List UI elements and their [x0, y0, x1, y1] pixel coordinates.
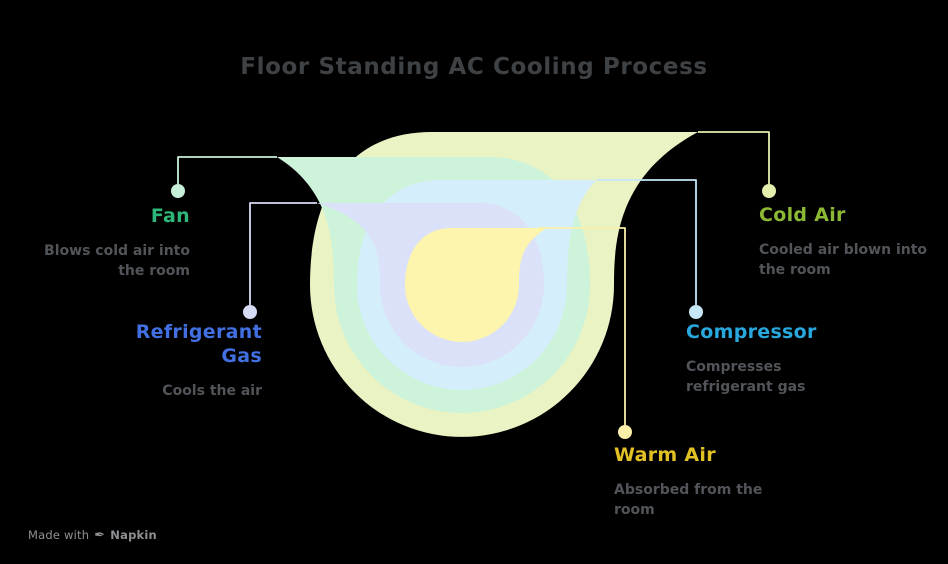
node-title-warm-air: Warm Air: [614, 444, 716, 466]
node-title-compressor: Compressor: [686, 321, 817, 343]
connector-dot-fan: [171, 184, 185, 198]
node-description-cold-air: Cooled air blown into the room: [759, 242, 928, 278]
connector-cold-air: [698, 131, 776, 198]
connector-warm-air: [538, 227, 632, 439]
connector-dot-refrigerant-gas: [243, 305, 257, 319]
node-title-refrigerant-gas: Refrigerant Gas: [135, 321, 262, 367]
node-label-compressor: Compressor Compresses refrigerant gas: [686, 320, 821, 397]
connector-fan: [171, 156, 277, 198]
napkin-credit: Made with ✒ Napkin: [28, 528, 157, 542]
napkin-brand-name: Napkin: [110, 528, 157, 542]
connector-line-refrigerant-gas: [249, 202, 317, 305]
connector-dot-warm-air: [618, 425, 632, 439]
napkin-credit-text: Made with: [28, 528, 90, 542]
connector-dot-compressor: [689, 305, 703, 319]
node-label-fan: Fan Blows cold air into the room: [35, 204, 190, 281]
node-description-compressor: Compresses refrigerant gas: [686, 359, 806, 395]
connector-line-fan: [177, 156, 277, 184]
node-label-refrigerant-gas: Refrigerant Gas Cools the air: [127, 320, 262, 401]
node-description-fan: Blows cold air into the room: [44, 243, 190, 279]
connector-refrigerant-gas: [243, 202, 317, 319]
node-description-warm-air: Absorbed from the room: [614, 482, 763, 518]
node-title-cold-air: Cold Air: [759, 204, 846, 226]
connector-line-cold-air: [698, 131, 770, 184]
node-title-fan: Fan: [150, 205, 190, 227]
connector-dot-cold-air: [762, 184, 776, 198]
connector-compressor: [597, 179, 703, 319]
pen-nib-icon: ✒: [94, 527, 106, 543]
node-label-warm-air: Warm Air Absorbed from the room: [614, 443, 764, 520]
node-label-cold-air: Cold Air Cooled air blown into the room: [759, 203, 934, 280]
layer-shape-warm-air: [405, 228, 547, 342]
connector-line-compressor: [597, 179, 697, 305]
page-title: Floor Standing AC Cooling Process: [240, 54, 708, 80]
node-description-refrigerant-gas: Cools the air: [162, 383, 262, 399]
connector-line-warm-air: [538, 227, 626, 425]
